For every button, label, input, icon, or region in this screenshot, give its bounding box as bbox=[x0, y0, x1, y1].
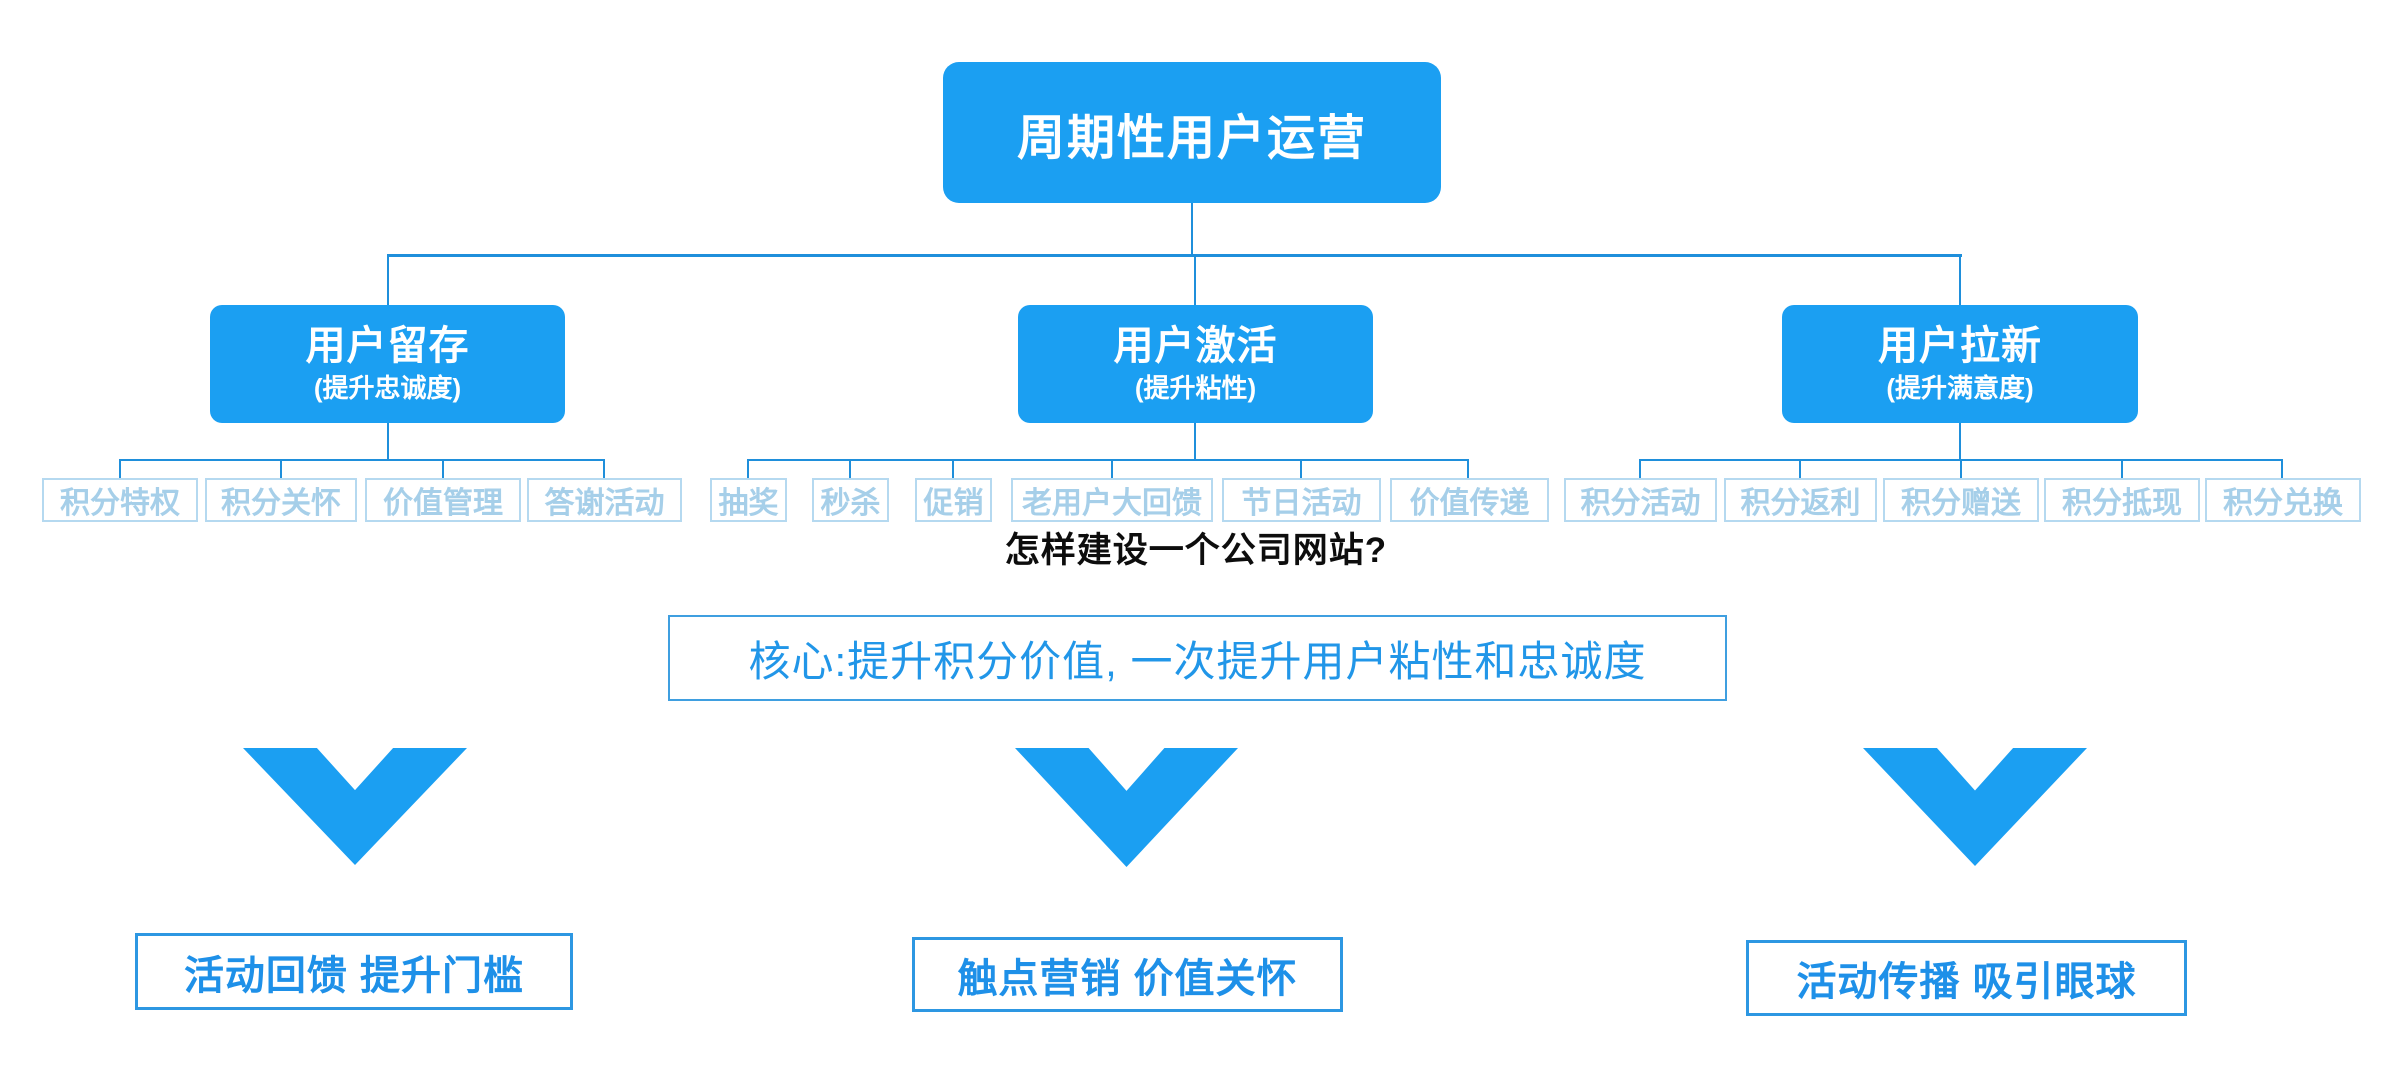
connector bbox=[1191, 203, 1193, 256]
chevron-down-icon bbox=[1863, 748, 2087, 866]
connector bbox=[1959, 256, 1961, 305]
connector bbox=[2281, 459, 2283, 478]
root-node: 周期性用户运营 bbox=[943, 62, 1441, 203]
connector bbox=[387, 423, 389, 461]
connector bbox=[387, 254, 1962, 257]
branch-subtitle: (提升粘性) bbox=[1134, 373, 1257, 404]
connector bbox=[1799, 459, 1801, 478]
connector bbox=[119, 459, 605, 461]
connector bbox=[1194, 423, 1196, 461]
leaf-node: 秒杀 bbox=[812, 478, 889, 522]
leaf-node: 答谢活动 bbox=[527, 478, 682, 522]
branch-title: 用户留存 bbox=[305, 324, 470, 369]
core-note-box: 核心:提升积分价值, 一次提升用户粘性和忠诚度 bbox=[668, 615, 1727, 701]
connector bbox=[747, 459, 749, 478]
leaf-node: 抽奖 bbox=[710, 478, 787, 522]
leaf-node: 积分兑换 bbox=[2205, 478, 2361, 522]
branch-node-retention: 用户留存 (提升忠诚度) bbox=[210, 305, 565, 423]
branch-node-acquisition: 用户拉新 (提升满意度) bbox=[1782, 305, 2138, 423]
leaf-node: 积分返利 bbox=[1724, 478, 1877, 522]
connector bbox=[1300, 459, 1302, 478]
branch-node-activation: 用户激活 (提升粘性) bbox=[1018, 305, 1373, 423]
outcome-box: 触点营销 价值关怀 bbox=[912, 937, 1343, 1012]
page-title: 怎样建设一个公司网站? bbox=[1004, 531, 1388, 570]
connector bbox=[1467, 459, 1469, 478]
connector bbox=[2121, 459, 2123, 478]
leaf-node: 价值传递 bbox=[1390, 478, 1549, 522]
connector bbox=[747, 459, 1469, 461]
connector bbox=[952, 459, 954, 478]
leaf-node: 节日活动 bbox=[1222, 478, 1381, 522]
chevron-down-icon bbox=[1015, 748, 1238, 867]
branch-subtitle: (提升满意度) bbox=[1886, 373, 2034, 404]
branch-subtitle: (提升忠诚度) bbox=[313, 373, 462, 404]
connector bbox=[1194, 256, 1196, 305]
leaf-node: 积分特权 bbox=[42, 478, 198, 522]
leaf-node: 积分关怀 bbox=[205, 478, 357, 522]
root-node-label: 周期性用户运营 bbox=[1016, 111, 1367, 165]
connector bbox=[387, 256, 389, 305]
connector bbox=[280, 459, 282, 478]
connector bbox=[119, 459, 121, 478]
leaf-node: 积分抵现 bbox=[2044, 478, 2200, 522]
connector bbox=[1639, 459, 1641, 478]
branch-title: 用户激活 bbox=[1113, 324, 1278, 369]
leaf-node: 积分活动 bbox=[1564, 478, 1717, 522]
leaf-node: 价值管理 bbox=[365, 478, 521, 522]
branch-title: 用户拉新 bbox=[1878, 324, 2042, 369]
leaf-node: 老用户大回馈 bbox=[1011, 478, 1213, 522]
connector bbox=[442, 459, 444, 478]
connector bbox=[1960, 459, 1962, 478]
chevron-down-icon bbox=[243, 748, 467, 865]
connector bbox=[1111, 459, 1113, 478]
outcome-box: 活动传播 吸引眼球 bbox=[1746, 940, 2187, 1016]
connector bbox=[1959, 423, 1961, 461]
connector bbox=[849, 459, 851, 478]
outcome-box: 活动回馈 提升门槛 bbox=[135, 933, 573, 1010]
leaf-node: 促销 bbox=[915, 478, 992, 522]
leaf-node: 积分赠送 bbox=[1883, 478, 2039, 522]
connector bbox=[603, 459, 605, 478]
